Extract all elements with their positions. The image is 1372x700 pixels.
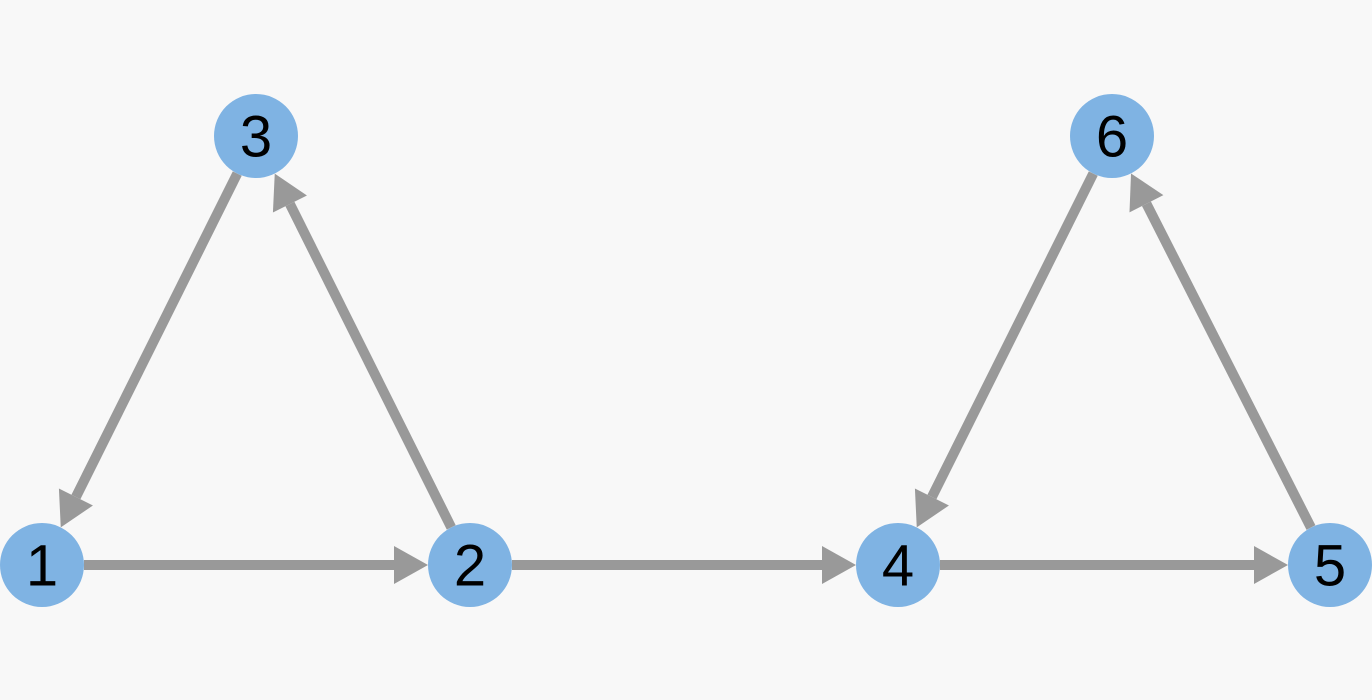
nodes-layer: 1 2 3 4 5 6 — [0, 94, 1372, 607]
node-label-6: 6 — [1096, 105, 1128, 170]
node-circle-5 — [1288, 523, 1372, 607]
edge-shaft — [927, 171, 1098, 500]
arrowhead-icon — [822, 546, 856, 584]
node-label-4: 4 — [882, 534, 914, 599]
edges-layer — [58, 171, 1316, 584]
node-circle-2 — [428, 523, 512, 607]
arrowhead-icon — [394, 546, 428, 584]
graph-node-4[interactable]: 4 — [856, 523, 940, 607]
graph-node-2[interactable]: 2 — [428, 523, 512, 607]
node-circle-1 — [0, 523, 84, 607]
arrowhead-icon — [58, 488, 93, 528]
node-label-3: 3 — [240, 105, 272, 170]
graph-edge-1-to-2[interactable] — [84, 546, 428, 584]
graph-edge-3-to-1[interactable] — [58, 171, 242, 528]
graph-node-3[interactable]: 3 — [214, 94, 298, 178]
graph-edge-6-to-4[interactable] — [914, 171, 1098, 528]
edge-shaft — [1141, 201, 1316, 530]
node-circle-6 — [1070, 94, 1154, 178]
graph-node-6[interactable]: 6 — [1070, 94, 1154, 178]
graph-edge-2-to-4[interactable] — [512, 546, 856, 584]
edge-shaft — [71, 171, 242, 500]
graph-node-5[interactable]: 5 — [1288, 523, 1372, 607]
edge-shaft — [285, 201, 456, 530]
arrowhead-icon — [1254, 546, 1288, 584]
graph-node-1[interactable]: 1 — [0, 523, 84, 607]
arrowhead-icon — [914, 488, 949, 528]
node-label-2: 2 — [454, 534, 486, 599]
graph-edge-2-to-3[interactable] — [272, 173, 456, 530]
node-circle-4 — [856, 523, 940, 607]
arrowhead-icon — [1129, 173, 1164, 213]
graph-edge-4-to-5[interactable] — [940, 546, 1288, 584]
node-label-5: 5 — [1314, 534, 1346, 599]
arrowhead-icon — [272, 173, 307, 213]
graph-edge-5-to-6[interactable] — [1129, 173, 1316, 530]
node-circle-3 — [214, 94, 298, 178]
node-label-1: 1 — [26, 534, 58, 599]
